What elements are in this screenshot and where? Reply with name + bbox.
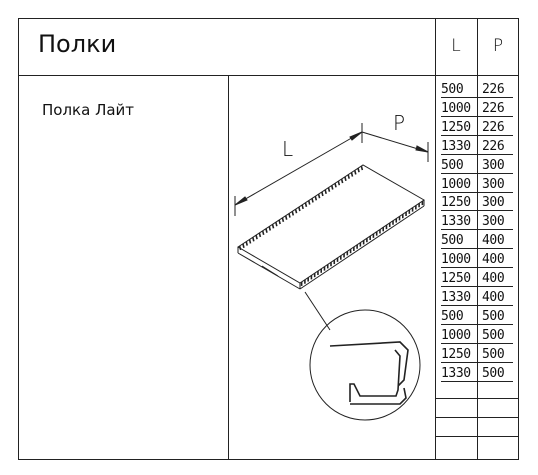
- table-row-rule: [441, 191, 513, 193]
- table-row-rule: [441, 134, 513, 136]
- table-row-rule: [441, 286, 513, 287]
- table-cell-p: 400: [482, 252, 505, 268]
- table-cell-l: 1000: [441, 327, 471, 343]
- table-row-rule: [441, 267, 513, 269]
- table-cell-p: 226: [482, 138, 505, 154]
- table-cell-l: 1330: [441, 365, 471, 381]
- dimension-label-l: L: [282, 137, 294, 161]
- table-cell-p: 226: [482, 119, 505, 135]
- table-row-rule: [441, 342, 513, 344]
- table-cell-l: 1250: [441, 195, 471, 211]
- table-cell-l: 1000: [441, 100, 471, 116]
- table-cell-l: 1250: [441, 271, 471, 286]
- table-row-rule: [441, 229, 513, 231]
- table-cell-l: 500: [441, 308, 464, 324]
- table-cell-l: 1000: [441, 176, 471, 192]
- table-row-rule: [441, 153, 513, 155]
- table-row-rule: [441, 115, 513, 117]
- table-cell-l: 1250: [441, 119, 471, 135]
- table-cell-p: 400: [482, 233, 505, 249]
- table-cell-p: 400: [482, 271, 505, 286]
- table-cell-p: 500: [482, 308, 505, 324]
- column-header-l: L: [451, 36, 461, 56]
- table-cell-l: 1330: [441, 214, 471, 230]
- table-cell-l: 1250: [441, 346, 471, 362]
- table-row-rule: [441, 97, 513, 98]
- table-cell-p: 500: [482, 327, 505, 343]
- table-cell-l: 1330: [441, 138, 471, 154]
- table-row-rule: [441, 361, 513, 363]
- table-row-rule: [441, 304, 513, 306]
- table-cell-l: 500: [441, 157, 464, 173]
- table-cell-p: 300: [482, 214, 505, 230]
- table-cell-p: 300: [482, 157, 505, 173]
- column-header-p: P: [492, 36, 504, 56]
- table-row-rule: [441, 210, 513, 212]
- table-cell-p: 300: [482, 176, 505, 192]
- table-row-rule: [441, 380, 513, 382]
- dimension-label-p: P: [393, 111, 406, 135]
- product-name: Полка Лайт: [42, 101, 135, 119]
- table-cell-p: 500: [482, 346, 505, 362]
- table-cell-l: 1000: [441, 252, 471, 268]
- table-row-rule: [441, 172, 513, 174]
- page-title: Полки: [38, 30, 117, 58]
- table-cell-p: 400: [482, 289, 505, 305]
- table-cell-l: 1330: [441, 289, 471, 305]
- table-cell-p: 500: [482, 365, 505, 381]
- table-row-rule: [441, 248, 513, 250]
- table-cell-p: 226: [482, 100, 505, 116]
- table-cell-p: 226: [482, 82, 505, 97]
- table-row-rule: [441, 323, 513, 325]
- table-cell-l: 500: [441, 82, 464, 97]
- table-cell-l: 500: [441, 233, 464, 249]
- table-cell-p: 300: [482, 195, 505, 211]
